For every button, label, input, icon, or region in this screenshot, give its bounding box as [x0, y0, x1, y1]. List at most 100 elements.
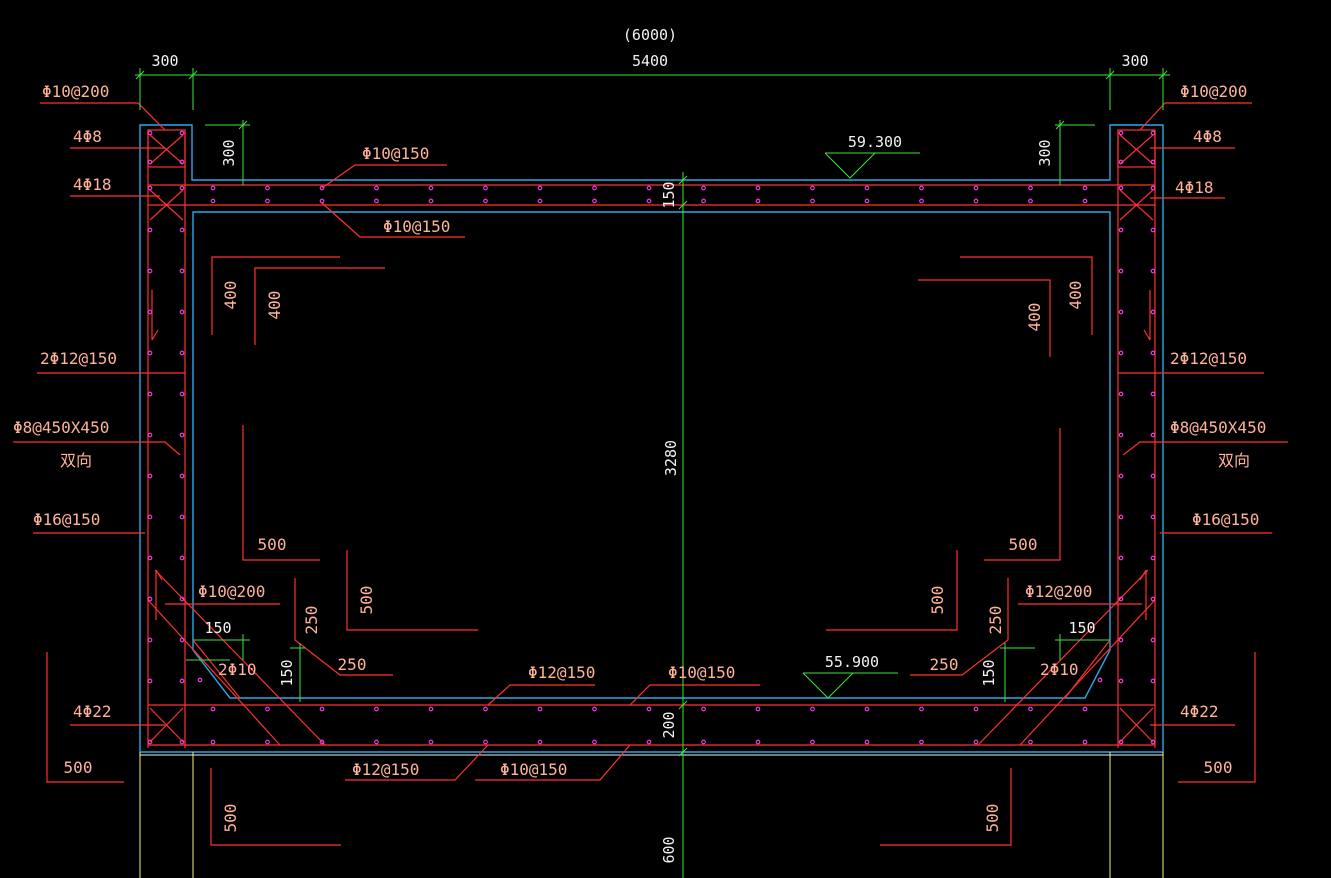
rebar-dot: [147, 555, 153, 561]
len-corner-a-left: 400: [221, 281, 240, 310]
rebar-dot: [147, 473, 153, 479]
rebar-dot: [147, 514, 153, 520]
rebar-dot: [147, 185, 153, 191]
elevation-top: 59.300: [848, 133, 902, 151]
rebar-dot: [1118, 130, 1124, 136]
rebar-dot: [1118, 227, 1124, 233]
rebar-dot: [973, 739, 979, 745]
rebar-dot: [1150, 268, 1156, 274]
rebar-dot: [1150, 514, 1156, 520]
len-diag-left-v: 250: [302, 606, 321, 635]
rebar-dot: [265, 198, 270, 204]
rebar-dot: [919, 198, 924, 204]
rebar-dot: [864, 198, 870, 204]
dim-haunch-w-left: 150: [204, 619, 231, 637]
label-top-slab-top: Φ10@150: [362, 144, 429, 163]
rebar-dot: [1028, 706, 1033, 712]
rebar-dot: [428, 185, 434, 191]
rebar-dot: [179, 350, 185, 356]
rebar-dot: [179, 268, 185, 274]
rebar-dot: [147, 432, 153, 438]
rebar-dot: [179, 514, 185, 520]
rebar-dot: [592, 185, 597, 191]
label-wall-left: 2Φ12@150: [40, 349, 117, 368]
rebar-dot: [1150, 678, 1156, 684]
rebar-dot: [592, 739, 597, 745]
rebar-dot: [1150, 739, 1156, 745]
rebar-dot: [265, 706, 270, 712]
rebar-dot: [1082, 198, 1088, 204]
rebar-dot: [147, 678, 153, 684]
len-corner-b-right: 400: [1025, 303, 1044, 332]
dim-haunch-h-right: 150: [980, 659, 998, 686]
rebar-dot: [810, 706, 815, 712]
rebar-dot: [265, 185, 270, 191]
rebar-dot: [179, 555, 185, 561]
rebar-dot: [1118, 637, 1124, 643]
len-foot-left: 500: [64, 758, 93, 777]
rebar-dot: [428, 706, 434, 712]
label-wall-out-left: Φ16@150: [33, 510, 100, 529]
label-haunch-bars-left: 2Φ10: [218, 660, 257, 679]
rebar-dot: [810, 739, 815, 745]
rebar-dot: [1118, 678, 1124, 684]
rebar-dot: [973, 706, 979, 712]
rebar-dot: [919, 706, 924, 712]
rebar-dot: [483, 198, 488, 204]
rebar-dot: [592, 706, 597, 712]
rebar-dot: [810, 185, 815, 191]
dim-overall: (6000): [623, 26, 677, 44]
rebar-dot: [374, 185, 379, 191]
rebar-dot: [1118, 268, 1124, 274]
dim-base: 600: [660, 836, 678, 863]
rebar-dot: [179, 309, 185, 315]
rebar-dot: [1150, 596, 1156, 602]
rebar-dot: [1150, 227, 1156, 233]
rebar-dot: [147, 309, 153, 315]
label-bot-slab-bot-a: Φ12@150: [352, 760, 419, 779]
rebar-dot: [1118, 596, 1124, 602]
rebar-dot: [1028, 185, 1033, 191]
rebar-dot: [1150, 350, 1156, 356]
dim-span: 5400: [632, 52, 668, 70]
rebar-dot: [1118, 185, 1124, 191]
rebar-dot: [319, 198, 325, 204]
rebar-dot: [755, 198, 761, 204]
rebar-dot: [1118, 350, 1124, 356]
rebar-dot: [210, 706, 216, 712]
label-br-main: 4Φ22: [1180, 702, 1219, 721]
dim-left-wall: 300: [151, 52, 178, 70]
rebar-dot: [701, 739, 706, 745]
rebar-dot: [1097, 677, 1103, 683]
rebar-dot: [179, 678, 185, 684]
rebar-dot: [179, 185, 185, 191]
rebar-dot: [919, 185, 924, 191]
label-haunch-left: Φ10@200: [198, 582, 265, 601]
rebar-dot: [147, 350, 153, 356]
elevation-marker-top: [824, 152, 920, 179]
rebar-dot: [147, 739, 153, 745]
dimension-lines: [135, 68, 1170, 878]
rebar-dot: [147, 268, 153, 274]
label-wall-out-right: Φ16@150: [1192, 510, 1259, 529]
rebar-dot: [147, 159, 153, 165]
rebar-dot: [179, 432, 185, 438]
len-corner-b-left: 400: [265, 291, 284, 320]
rebar-dot: [1150, 309, 1156, 315]
len-lower-b-left: 500: [357, 586, 376, 615]
len-diag-right-v: 250: [986, 606, 1005, 635]
label-bot-slab-bot-b: Φ10@150: [500, 760, 567, 779]
label-tie-left: Φ8@450X450: [13, 418, 109, 437]
rebar-dot: [319, 185, 325, 191]
dim-height: 3280: [662, 440, 680, 476]
rebar-dot: [755, 185, 761, 191]
label-tr-stirrup: Φ10@200: [1180, 82, 1247, 101]
rebar-dot: [210, 185, 216, 191]
label-top-slab-bottom: Φ10@150: [383, 217, 450, 236]
rebar-dot: [265, 739, 270, 745]
rebar-dot: [701, 706, 706, 712]
rebar-dot: [1150, 159, 1156, 165]
len-corner-a-right: 400: [1066, 281, 1085, 310]
rebar-dot: [810, 198, 815, 204]
rebar-dot: [210, 739, 216, 745]
